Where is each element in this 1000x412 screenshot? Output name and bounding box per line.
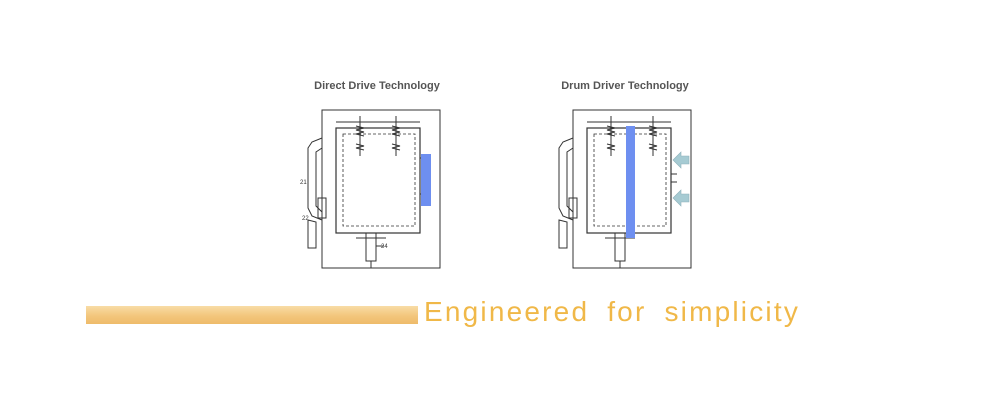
tagline-bar xyxy=(86,306,418,324)
drum-driver-diagram xyxy=(558,109,692,269)
arrow-lower-icon xyxy=(672,189,690,207)
tagline: Engineered for simplicity xyxy=(424,296,801,327)
spring-left xyxy=(606,116,616,156)
spring-right xyxy=(648,116,658,156)
outer-cabinet xyxy=(572,109,692,269)
label-24: 24 xyxy=(381,244,388,250)
direct-drive-motor xyxy=(421,154,431,206)
arrow-upper-icon xyxy=(672,151,690,169)
damper xyxy=(614,232,626,262)
direct-drive-title: Direct Drive Technology xyxy=(314,80,440,92)
direct-drive-diagram: 21 22 24 xyxy=(300,109,441,269)
damper xyxy=(365,232,377,262)
label-22: 22 xyxy=(302,216,309,222)
spring-left xyxy=(355,116,365,156)
label-21: 21 xyxy=(300,180,307,186)
drum-body xyxy=(335,127,421,234)
drum-driver-bar xyxy=(626,126,635,238)
drum-inner xyxy=(342,133,416,227)
spring-right xyxy=(391,116,401,156)
front-door xyxy=(307,137,323,221)
front-door xyxy=(558,137,574,221)
drum-driver-title: Drum Driver Technology xyxy=(561,80,689,92)
outer-cabinet xyxy=(321,109,441,269)
